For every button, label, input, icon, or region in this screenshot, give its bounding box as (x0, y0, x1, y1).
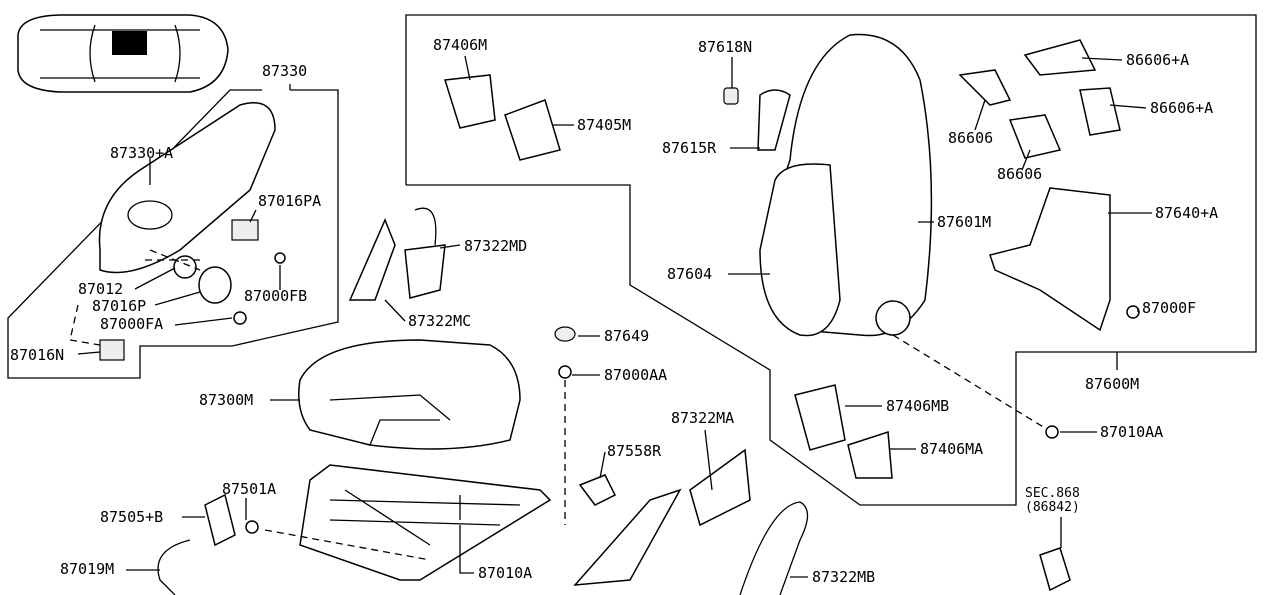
rail-cover-part (573, 488, 682, 586)
seatback-board-part (989, 187, 1111, 332)
part-label[interactable]: 87330+A (110, 144, 173, 162)
part-label[interactable]: 86606 (997, 165, 1042, 183)
part-label[interactable]: 87016N (10, 346, 64, 364)
part-label[interactable]: 87019M (60, 560, 114, 578)
part-label[interactable]: 87322MA (671, 409, 734, 427)
tube-part (739, 501, 809, 595)
bracket-part (504, 99, 561, 161)
bracket-part (444, 74, 496, 129)
part-label[interactable]: 87000FA (100, 315, 163, 333)
part-label[interactable]: 87000F (1142, 299, 1196, 317)
part-label[interactable]: 87406M (433, 36, 487, 54)
part-label[interactable]: 86606+A (1126, 51, 1189, 69)
buckle-part (1039, 547, 1071, 592)
knob-part (173, 255, 197, 279)
headrest-guide-part (958, 69, 1012, 106)
cover-part (348, 218, 396, 301)
cover-part (689, 448, 751, 527)
cover-part (847, 430, 893, 479)
part-label[interactable]: 87501A (222, 480, 276, 498)
section-reference[interactable]: SEC.868 (1025, 486, 1080, 501)
seatback-pad-part (759, 163, 841, 337)
part-label[interactable]: 87601M (937, 213, 991, 231)
seat-cushion-part (298, 339, 521, 450)
cover-part (794, 384, 846, 451)
part-label[interactable]: 87016PA (258, 192, 321, 210)
cover-part (404, 244, 446, 299)
part-label[interactable]: 87406MB (886, 397, 949, 415)
cover-part (578, 474, 617, 506)
seat-location-marker (112, 31, 147, 55)
part-label[interactable]: 87558R (607, 442, 662, 460)
section-part-number: (86842) (1025, 500, 1080, 515)
part-label[interactable]: 87010A (478, 564, 532, 582)
part-label[interactable]: 87000FB (244, 287, 307, 305)
part-label[interactable]: 86606 (948, 129, 993, 147)
part-label[interactable]: 87012 (78, 280, 123, 298)
part-label[interactable]: 87604 (667, 265, 712, 283)
grommet-part (554, 326, 576, 342)
switch-part (99, 339, 125, 361)
switch-knob-part (231, 219, 259, 241)
trim-part (757, 89, 791, 151)
headrest-guide-part (1023, 39, 1097, 76)
part-label[interactable]: 87010AA (1100, 423, 1163, 441)
part-label[interactable]: 87322MB (812, 568, 875, 586)
part-label[interactable]: 87405M (577, 116, 631, 134)
vehicle-locator-icon (17, 14, 229, 93)
part-label[interactable]: 87322MC (408, 312, 471, 330)
headrest-guide-part (1008, 114, 1062, 159)
part-label[interactable]: 87600M (1085, 375, 1139, 393)
cover-part (204, 493, 236, 547)
seatback-group-outline (405, 14, 1257, 506)
recliner-cover-part (875, 300, 911, 336)
part-label[interactable]: 87505+B (100, 508, 163, 526)
part-label[interactable]: 87000AA (604, 366, 667, 384)
seat-side-trim-part (98, 102, 276, 274)
part-label[interactable]: 87406MA (920, 440, 983, 458)
part-label[interactable]: 87322MD (464, 237, 527, 255)
part-label[interactable]: 87640+A (1155, 204, 1218, 222)
part-label[interactable]: 87016P (92, 297, 146, 315)
tube-part (157, 539, 191, 595)
part-label[interactable]: 87330 (262, 62, 307, 80)
part-label[interactable]: 87615R (662, 139, 717, 157)
knob-part (198, 266, 232, 304)
clip-part (723, 87, 739, 105)
part-label[interactable]: 86606+A (1150, 99, 1213, 117)
headrest-guide-part (1079, 87, 1121, 136)
part-label[interactable]: 87300M (199, 391, 253, 409)
part-label[interactable]: 87618N (698, 38, 752, 56)
part-label[interactable]: 87649 (604, 327, 649, 345)
